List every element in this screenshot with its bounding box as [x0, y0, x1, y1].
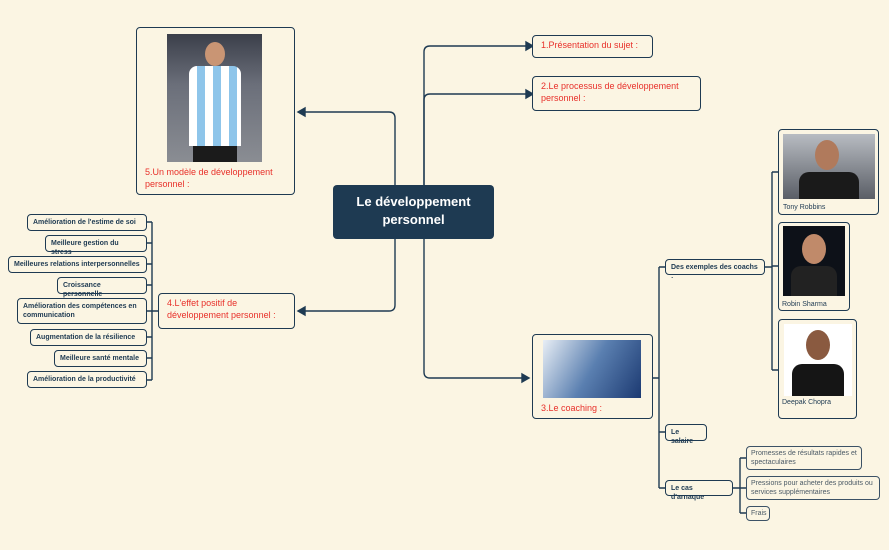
effect-item[interactable]: Meilleure gestion du stress	[45, 235, 147, 256]
coach-card-tony-robbins[interactable]: Tony Robbins	[778, 129, 879, 215]
coach-examples-node[interactable]: Des exemples des coachs :	[665, 259, 765, 280]
coach-card-robin-sharma[interactable]: Robin Sharma	[778, 222, 850, 311]
messi-photo	[167, 34, 262, 162]
topic-effet-positif[interactable]: 4.L'effet positif de développement perso…	[158, 293, 295, 329]
topic-processus[interactable]: 2.Le processus de développement personne…	[532, 76, 701, 111]
effect-item[interactable]: Meilleures relations interpersonnelles	[8, 256, 147, 273]
topic-modele-label: 5.Un modèle de développement personnel :	[145, 167, 273, 189]
coach-name: Deepak Chopra	[782, 399, 832, 406]
scam-node[interactable]: Le cas d'arnaque	[665, 480, 733, 501]
topic-presentation[interactable]: 1.Présentation du sujet :	[532, 35, 653, 58]
effect-item[interactable]: Amélioration des compétences en communic…	[17, 298, 147, 324]
effect-item[interactable]: Augmentation de la résilience	[30, 329, 147, 346]
salary-node[interactable]: Le salaire	[665, 424, 707, 445]
scam-item[interactable]: Promesses de résultats rapides et specta…	[746, 446, 862, 470]
deepak-chopra-photo	[784, 324, 852, 396]
effect-item[interactable]: Amélioration de l'estime de soi	[27, 214, 147, 231]
coaching-image	[543, 340, 641, 398]
scam-item[interactable]: Frais	[746, 506, 770, 521]
topic-modele[interactable]: 5.Un modèle de développement personnel :	[136, 27, 295, 195]
central-topic[interactable]: Le développement personnel	[333, 185, 494, 239]
coach-card-deepak-chopra[interactable]: Deepak Chopra	[778, 319, 857, 419]
coach-name: Robin Sharma	[782, 301, 827, 308]
tony-robbins-photo	[783, 134, 875, 199]
topic-coaching-label: 3.Le coaching :	[541, 403, 603, 413]
topic-coaching[interactable]: 3.Le coaching :	[532, 334, 653, 419]
scam-item[interactable]: Pressions pour acheter des produits ou s…	[746, 476, 880, 500]
robin-sharma-photo	[783, 226, 845, 296]
coach-name: Tony Robbins	[783, 204, 826, 211]
effect-item[interactable]: Meilleure santé mentale	[54, 350, 147, 367]
effect-item[interactable]: Amélioration de la productivité	[27, 371, 147, 388]
effect-item[interactable]: Croissance personnelle	[57, 277, 147, 298]
